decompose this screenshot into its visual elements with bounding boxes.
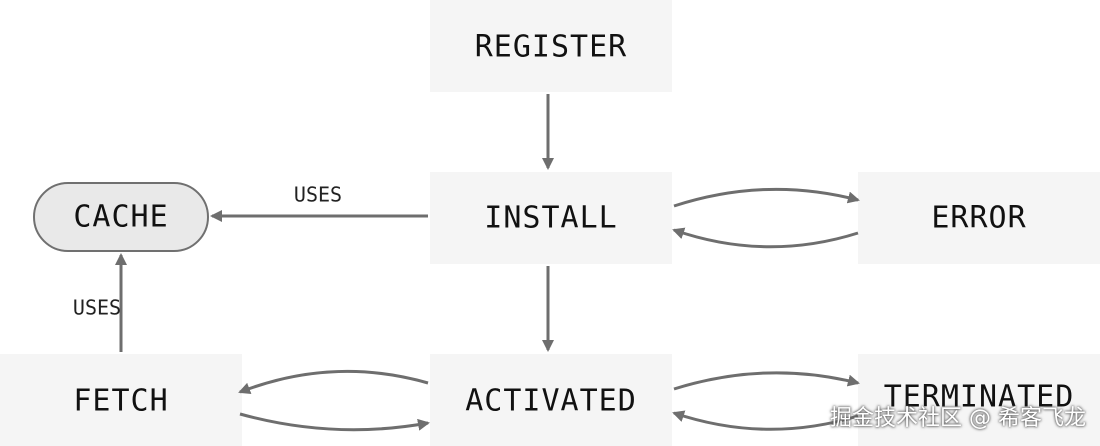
node-cache: CACHE <box>33 182 209 252</box>
edge-activated-to-terminated <box>673 371 860 391</box>
node-error: ERROR <box>858 172 1100 264</box>
node-activated-label: ACTIVATED <box>465 384 637 419</box>
node-fetch-label: FETCH <box>73 384 168 419</box>
node-error-label: ERROR <box>931 201 1026 236</box>
node-terminated: TERMINATED <box>858 354 1100 446</box>
edge-activated-to-fetch <box>238 369 429 395</box>
node-terminated-label: TERMINATED <box>884 380 1075 415</box>
node-install: INSTALL <box>430 172 672 264</box>
edge-error-to-install <box>672 227 859 249</box>
watermark-text: 掘金技术社区 @ 希客飞龙 <box>830 406 1086 431</box>
node-cache-label: CACHE <box>73 200 168 235</box>
node-fetch: FETCH <box>0 354 242 446</box>
node-register-label: REGISTER <box>475 30 628 65</box>
edge-install-to-error <box>673 187 860 208</box>
node-activated: ACTIVATED <box>430 354 672 446</box>
node-register: REGISTER <box>430 0 672 92</box>
node-install-label: INSTALL <box>484 201 617 236</box>
edge-terminated-to-activated <box>672 410 859 431</box>
edge-fetch-to-activated <box>239 412 430 432</box>
edge-label-fetch-cache: USES <box>73 296 121 320</box>
edge-label-install-cache: USES <box>294 183 342 207</box>
